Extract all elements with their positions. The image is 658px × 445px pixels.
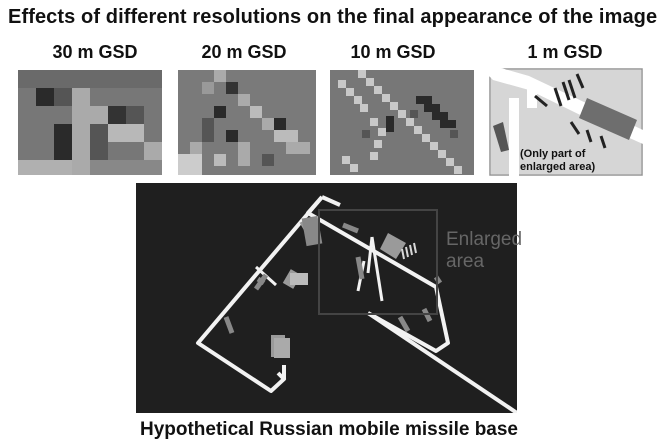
- panel-20m-gsd: [178, 70, 316, 175]
- panel-label-30m: 30 m GSD: [52, 42, 138, 62]
- figure-title: Effects of different resolutions on the …: [8, 6, 658, 28]
- enlarged-area-label: Enlarged area: [446, 229, 522, 273]
- enlarged-area-label-line2: area: [446, 251, 485, 272]
- missile-base-diagram: [136, 183, 519, 415]
- pixel-grid-30m: [18, 70, 162, 175]
- inset-note-line1: (Only part of: [520, 148, 586, 160]
- panel-label-20m: 20 m GSD: [201, 42, 287, 62]
- inset-note: (Only part of enlarged area): [520, 148, 595, 174]
- panel-1m-gsd: [489, 68, 643, 176]
- base-layout-svg: [136, 183, 519, 415]
- panel-30m-gsd: [18, 70, 162, 175]
- panel-10m-gsd: [330, 70, 474, 175]
- inset-note-line2: enlarged area): [520, 161, 596, 173]
- panel-label-10m: 10 m GSD: [350, 42, 436, 62]
- enlarged-area-label-line1: Enlarged: [446, 229, 523, 250]
- figure-caption: Hypothetical Russian mobile missile base: [139, 419, 518, 440]
- high-res-inset-1m: [489, 68, 643, 176]
- pixel-grid-20m: [178, 70, 316, 175]
- panel-label-1m: 1 m GSD: [527, 42, 603, 62]
- pixel-grid-10m: [330, 70, 474, 175]
